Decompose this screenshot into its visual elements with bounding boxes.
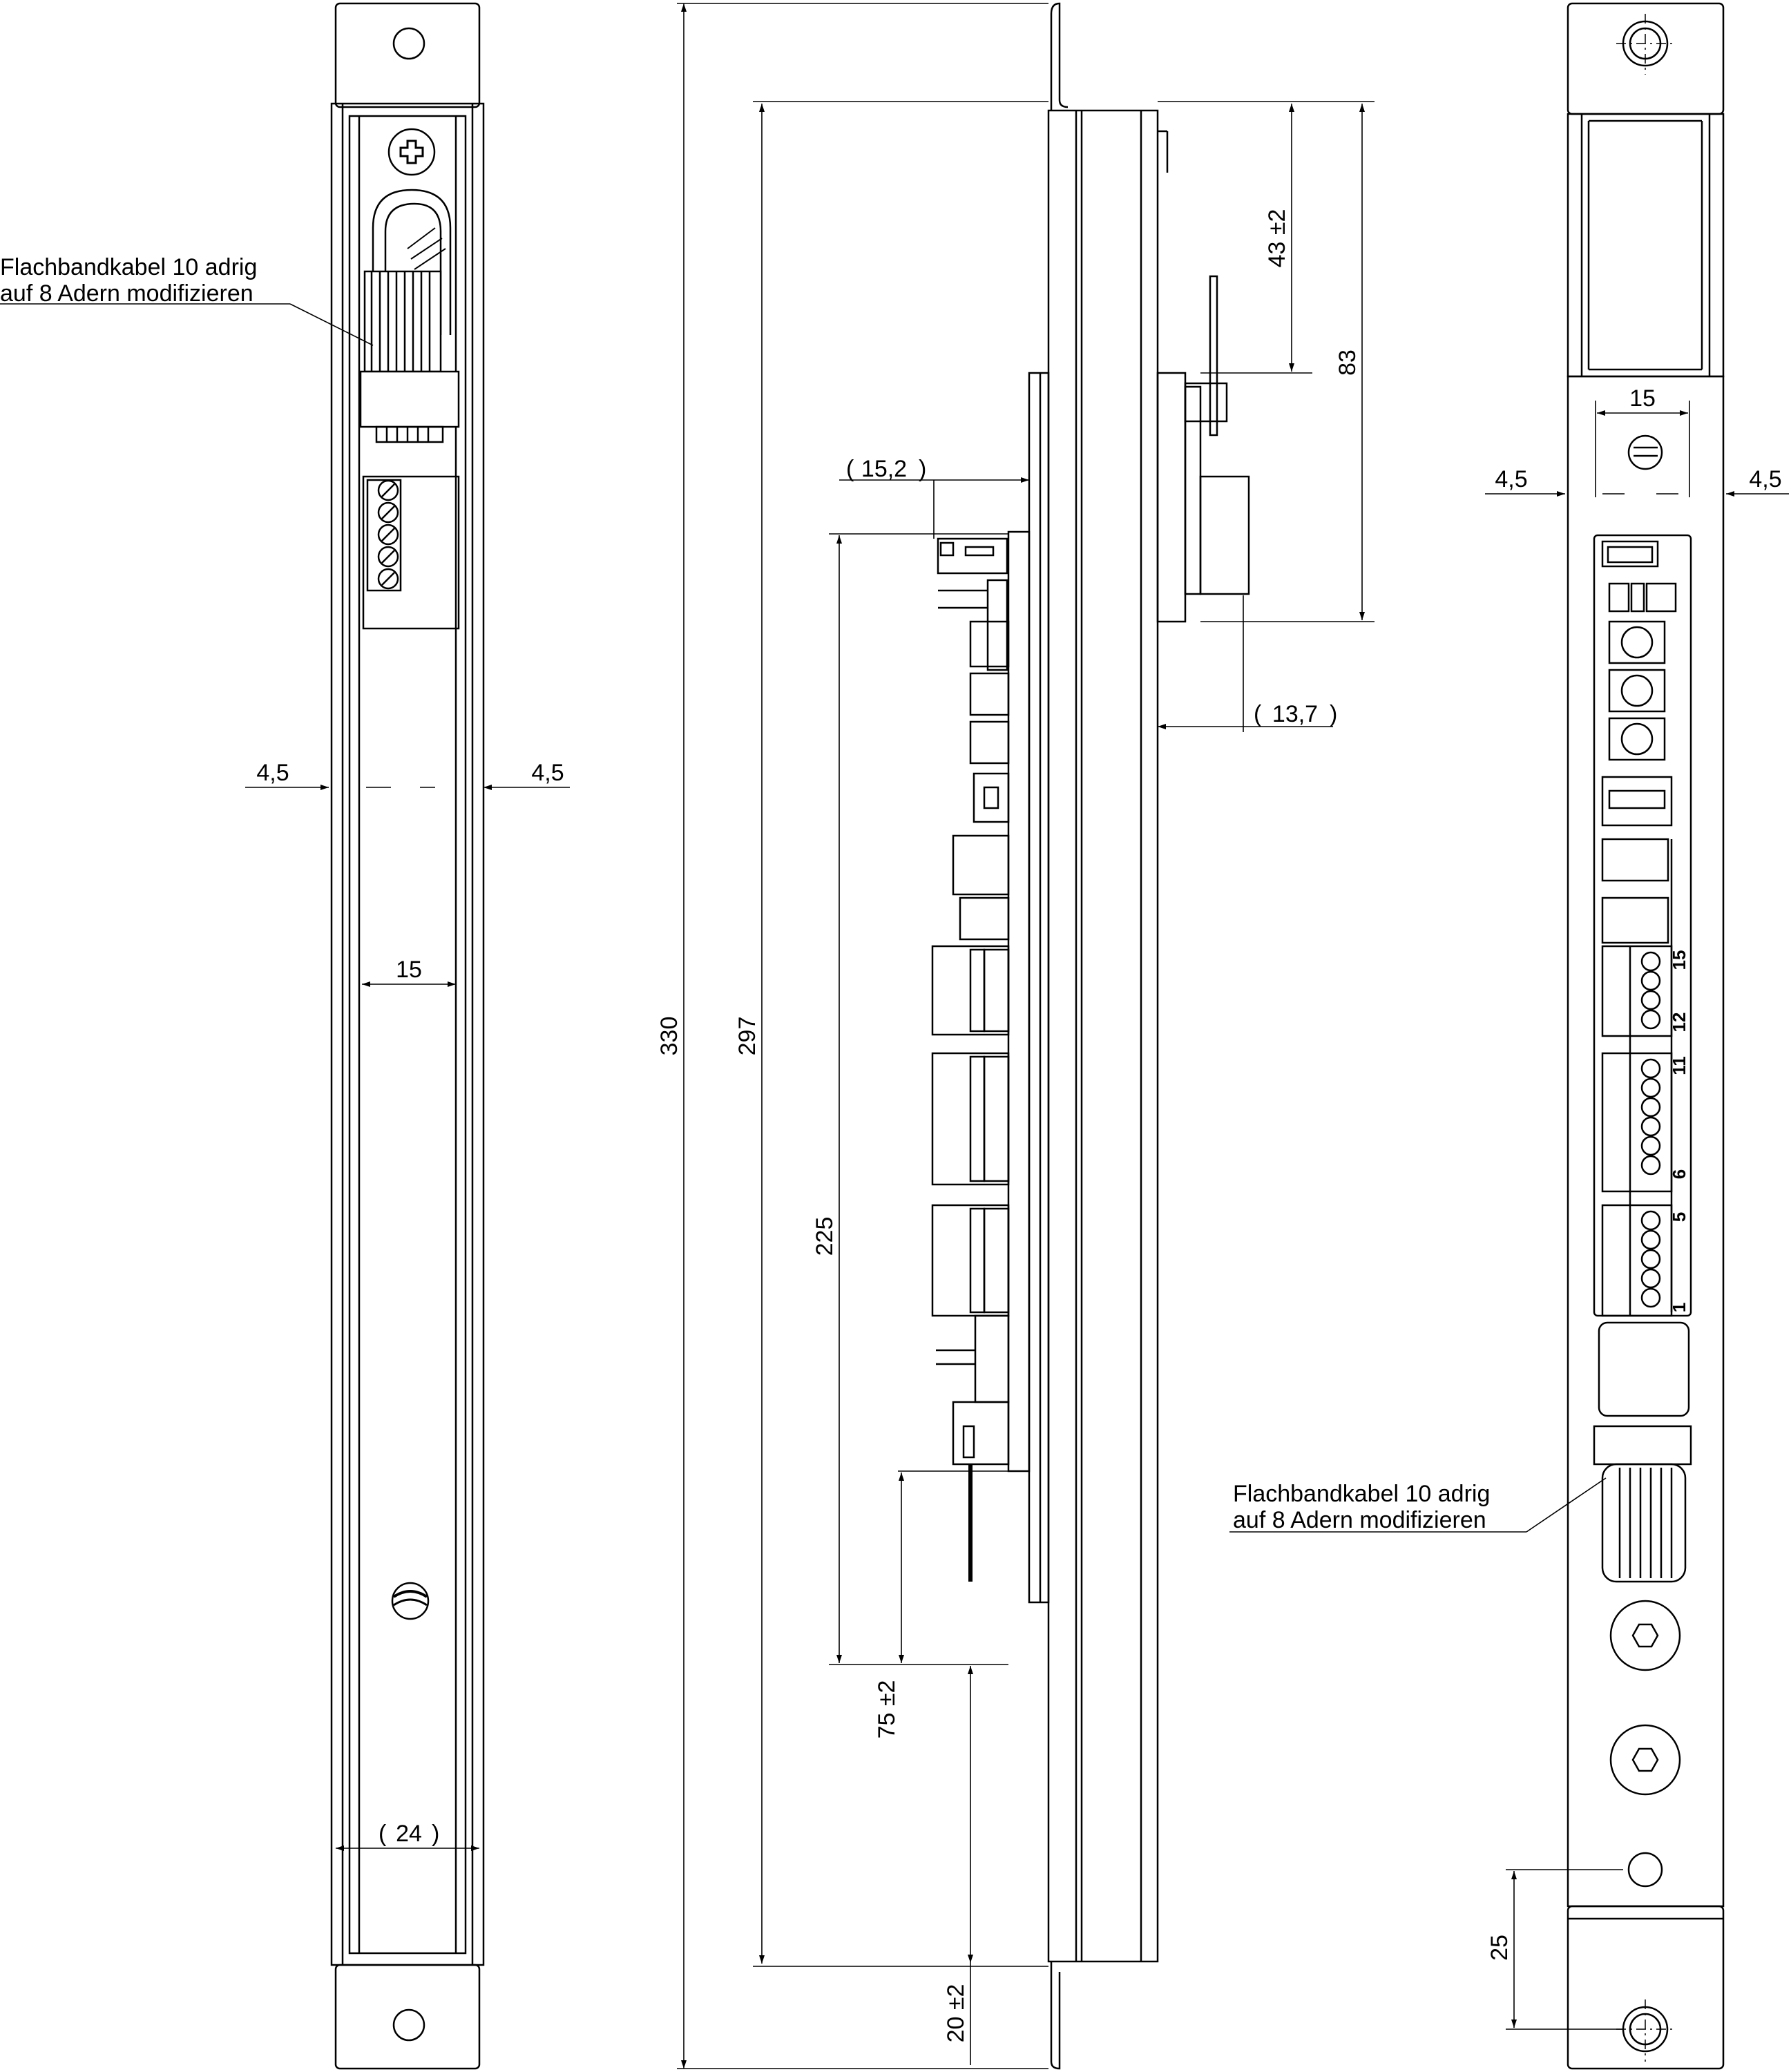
paren: ( bbox=[1254, 701, 1262, 727]
callout-left-line2: auf 8 Adern modifizieren bbox=[0, 280, 253, 307]
paren: ) bbox=[919, 456, 926, 482]
dim-body: 297 bbox=[734, 1017, 760, 1056]
dim-pcb-offset: 15,2 bbox=[861, 456, 907, 482]
right-dim-side-left: 4,5 bbox=[1495, 466, 1527, 492]
dim-top-offset: 43 ±2 bbox=[1264, 209, 1290, 268]
left-dim-side-left: 4,5 bbox=[256, 760, 289, 786]
left-dim-width: 15 bbox=[396, 957, 422, 983]
terminal-label-12: 12 bbox=[1669, 1013, 1689, 1033]
hex-screw-icon bbox=[1609, 1724, 1681, 1796]
ribbon-cable-icon bbox=[359, 189, 460, 443]
dim-bottom: 20 ±2 bbox=[943, 1984, 969, 2043]
paren: ) bbox=[1330, 701, 1337, 727]
right-dim-bottom-hole: 25 bbox=[1486, 1935, 1513, 1961]
hex-screw-icon bbox=[1609, 1600, 1681, 1671]
right-view bbox=[1567, 2, 1725, 2070]
dim-board: 225 bbox=[812, 1217, 838, 1256]
callout-left-line1: Flachbandkabel 10 adrig bbox=[0, 254, 257, 280]
slotted-screw-icon bbox=[391, 1582, 430, 1620]
callout-right-line1: Flachbandkabel 10 adrig bbox=[1233, 1481, 1490, 1507]
left-dim-bottom: 24 bbox=[396, 1821, 422, 1847]
phillips-screw-icon bbox=[387, 128, 436, 176]
terminal-label-15: 15 bbox=[1669, 950, 1689, 970]
left-view bbox=[330, 2, 485, 2070]
callout-right-line2: auf 8 Adern modifizieren bbox=[1233, 1507, 1486, 1533]
terminal-label-1: 1 bbox=[1669, 1303, 1689, 1312]
left-dim-side-right: 4,5 bbox=[531, 760, 564, 786]
terminal-label-6: 6 bbox=[1669, 1169, 1689, 1179]
paren: ( bbox=[379, 1821, 387, 1847]
terminal-label-11: 11 bbox=[1669, 1056, 1689, 1075]
paren: ) bbox=[432, 1821, 439, 1847]
dim-total: 330 bbox=[656, 1017, 682, 1056]
right-dim-side-right: 4,5 bbox=[1749, 466, 1781, 492]
terminal-label-5: 5 bbox=[1669, 1212, 1689, 1222]
dimension-lines bbox=[0, 3, 1789, 2069]
dim-lower: 75 ±2 bbox=[874, 1680, 900, 1739]
paren: ( bbox=[846, 456, 854, 482]
right-dim-width: 15 bbox=[1629, 385, 1656, 412]
dim-top-block: 83 bbox=[1334, 349, 1361, 376]
side-view bbox=[931, 2, 1250, 2070]
terminal-block bbox=[362, 475, 460, 630]
dim-top-depth: 13,7 bbox=[1272, 701, 1318, 727]
